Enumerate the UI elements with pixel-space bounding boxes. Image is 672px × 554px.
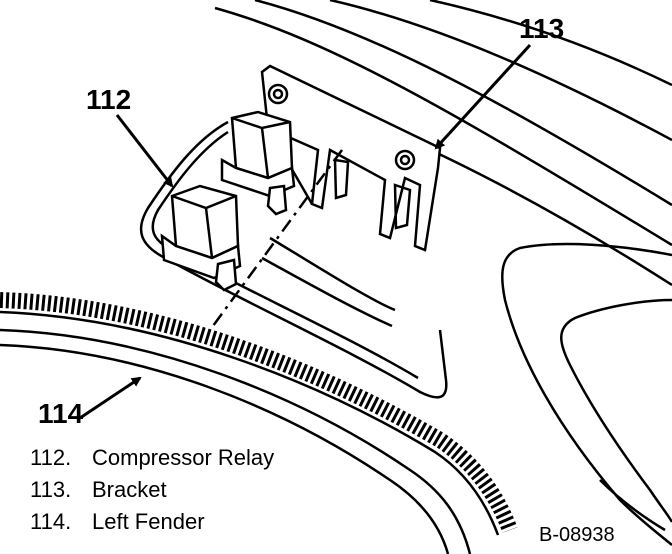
- arrow-112: [115, 114, 174, 188]
- legend-label: Bracket: [92, 477, 167, 502]
- callout-112: 112: [86, 84, 132, 115]
- legend-item: 114. Left Fender: [30, 506, 274, 538]
- arrow-113: [434, 43, 532, 150]
- legend-item: 112. Compressor Relay: [30, 442, 274, 474]
- relay-lower: [160, 184, 242, 292]
- relay-upper: [220, 110, 296, 216]
- legend-number: 113.: [30, 477, 72, 502]
- legend-number: 112.: [30, 445, 72, 470]
- legend-label: Left Fender: [92, 509, 205, 534]
- alignment-line: [208, 149, 344, 331]
- figure-id: B-08938: [539, 524, 615, 546]
- leader-arrows: [79, 43, 532, 420]
- parts-legend: 112. Compressor Relay 113. Bracket 114. …: [30, 442, 274, 538]
- inner-fender-panel: [500, 242, 672, 546]
- legend-number: 114.: [30, 509, 72, 534]
- left-fender: [0, 292, 518, 554]
- callout-113: 113: [519, 13, 565, 44]
- legend-item: 113. Bracket: [30, 474, 274, 506]
- legend-label: Compressor Relay: [92, 445, 275, 470]
- callout-114: 114: [38, 398, 84, 429]
- arrow-114: [79, 376, 142, 420]
